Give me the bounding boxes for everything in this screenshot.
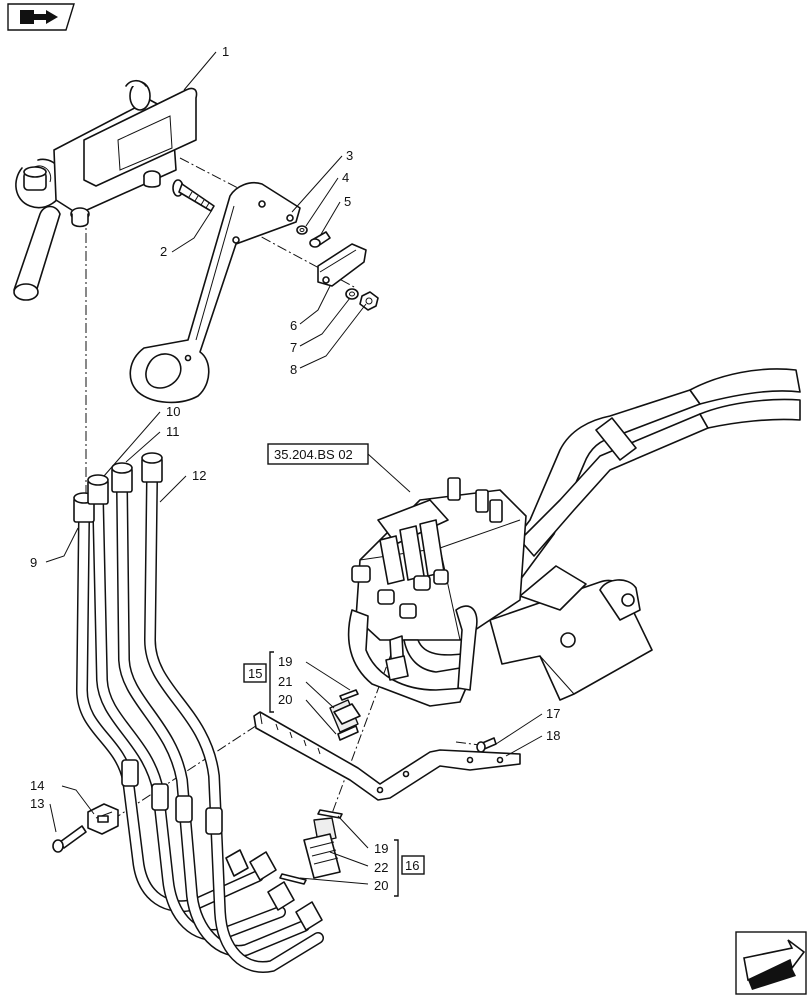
bolt-17 bbox=[476, 737, 497, 753]
kit-item: 22 bbox=[374, 860, 388, 875]
kit-number: 16 bbox=[405, 858, 419, 873]
bolt-13 bbox=[52, 825, 87, 853]
book-arrow-icon[interactable] bbox=[7, 3, 75, 31]
callout-6: 6 bbox=[290, 318, 297, 333]
callout-9: 9 bbox=[30, 555, 37, 570]
callout-17: 17 bbox=[546, 706, 560, 721]
clamp-block-6 bbox=[317, 243, 367, 287]
kit-bracket-15: 15 19 21 20 bbox=[243, 651, 292, 713]
nut-8 bbox=[359, 291, 379, 311]
washer-7 bbox=[345, 288, 359, 300]
kit-item: 21 bbox=[278, 674, 292, 689]
callout-8: 8 bbox=[290, 362, 297, 377]
kit-number: 15 bbox=[248, 666, 262, 681]
callout-11: 11 bbox=[166, 424, 180, 439]
kit-item: 20 bbox=[278, 692, 292, 707]
callout-12: 12 bbox=[192, 468, 206, 483]
callout-2: 2 bbox=[160, 244, 167, 259]
callout-13: 13 bbox=[30, 796, 44, 811]
washer-4 bbox=[296, 225, 308, 235]
rail-18 bbox=[253, 711, 521, 801]
bolt-2 bbox=[172, 179, 215, 212]
callout-10: 10 bbox=[166, 404, 180, 419]
callout-3: 3 bbox=[346, 148, 353, 163]
kit-item: 20 bbox=[374, 878, 388, 893]
callout-5: 5 bbox=[344, 194, 351, 209]
reference-box[interactable]: 35.204.BS 02 bbox=[267, 443, 369, 465]
callout-18: 18 bbox=[546, 728, 560, 743]
kit-item: 19 bbox=[278, 654, 292, 669]
hose-clamp-14 bbox=[87, 803, 119, 835]
callout-numbers: 1 2 3 4 5 6 7 8 9 10 11 12 13 14 17 18 bbox=[30, 44, 560, 811]
callout-7: 7 bbox=[290, 340, 297, 355]
kit-bracket-16: 16 19 22 20 bbox=[374, 839, 425, 897]
screw-5 bbox=[309, 231, 331, 248]
reference-label: 35.204.BS 02 bbox=[274, 447, 353, 462]
callout-1: 1 bbox=[222, 44, 229, 59]
kit-item: 19 bbox=[374, 841, 388, 856]
next-page-arrow-icon[interactable] bbox=[735, 931, 807, 995]
valve-assembly bbox=[347, 368, 801, 707]
callout-14: 14 bbox=[30, 778, 44, 793]
fitting-set-16 bbox=[279, 809, 343, 885]
fitting-set-15 bbox=[329, 689, 361, 741]
callout-4: 4 bbox=[342, 170, 349, 185]
control-lever-unit bbox=[13, 79, 198, 301]
bracket-plate-3 bbox=[129, 181, 301, 404]
leader-lines bbox=[45, 51, 543, 885]
hydraulic-hoses bbox=[73, 452, 324, 973]
